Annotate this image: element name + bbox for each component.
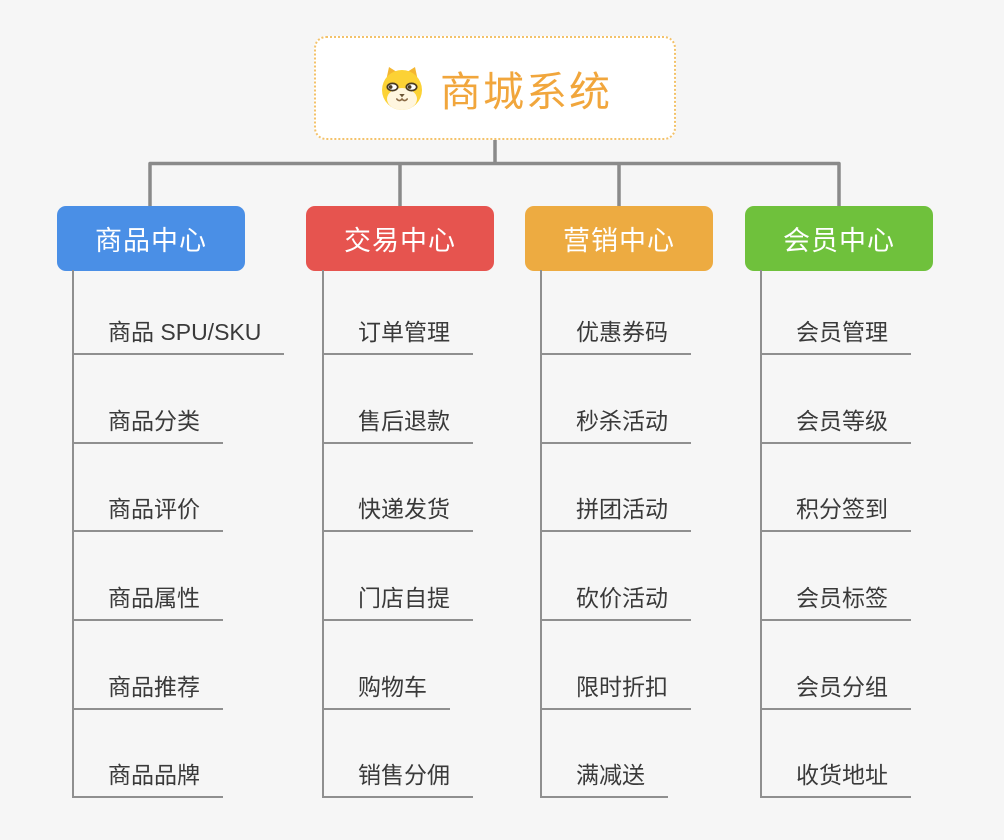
- leaf-node[interactable]: 商品评价: [72, 492, 223, 532]
- branch-spine-line: [760, 270, 762, 798]
- leaf-node[interactable]: 会员标签: [760, 581, 911, 621]
- leaf-node[interactable]: 满减送: [540, 758, 668, 798]
- branch-node-marketing[interactable]: 营销中心: [525, 206, 713, 271]
- branch-spine-line: [322, 270, 324, 798]
- branch-label: 会员中心: [783, 226, 895, 256]
- leaf-node[interactable]: 订单管理: [322, 315, 473, 355]
- connector-group: [148, 140, 841, 206]
- leaf-node[interactable]: 销售分佣: [322, 758, 473, 798]
- root-node[interactable]: 商城系统: [314, 36, 676, 140]
- leaf-node[interactable]: 门店自提: [322, 581, 473, 621]
- branch-label: 交易中心: [344, 226, 456, 256]
- leaf-node[interactable]: 限时折扣: [540, 670, 691, 710]
- branch-spine-line: [540, 270, 542, 798]
- leaf-node[interactable]: 商品属性: [72, 581, 223, 621]
- branch-node-member[interactable]: 会员中心: [745, 206, 933, 271]
- leaf-node[interactable]: 优惠券码: [540, 315, 691, 355]
- branch-spine-line: [72, 270, 74, 798]
- dog-face-icon: [382, 67, 422, 110]
- leaf-node[interactable]: 拼团活动: [540, 492, 691, 532]
- leaf-node[interactable]: 会员分组: [760, 670, 911, 710]
- leaf-node[interactable]: 会员等级: [760, 404, 911, 444]
- leaf-node[interactable]: 购物车: [322, 670, 450, 710]
- leaf-node[interactable]: 商品分类: [72, 404, 223, 444]
- leaf-node[interactable]: 商品推荐: [72, 670, 223, 710]
- leaf-node[interactable]: 积分签到: [760, 492, 911, 532]
- leaf-node[interactable]: 会员管理: [760, 315, 911, 355]
- branch-node-product[interactable]: 商品中心: [57, 206, 245, 271]
- branch-label: 营销中心: [563, 226, 675, 256]
- leaf-node[interactable]: 售后退款: [322, 404, 473, 444]
- leaf-node[interactable]: 砍价活动: [540, 581, 691, 621]
- leaf-node[interactable]: 秒杀活动: [540, 404, 691, 444]
- leaf-node[interactable]: 收货地址: [760, 758, 911, 798]
- branch-node-trade[interactable]: 交易中心: [306, 206, 494, 271]
- branch-rail-line: [148, 161, 841, 206]
- leaf-node[interactable]: 商品品牌: [72, 758, 223, 798]
- root-label: 商城系统: [440, 69, 612, 115]
- leaf-node[interactable]: 商品 SPU/SKU: [72, 315, 285, 355]
- branch-label: 商品中心: [95, 226, 207, 256]
- leaf-node[interactable]: 快递发货: [322, 492, 473, 532]
